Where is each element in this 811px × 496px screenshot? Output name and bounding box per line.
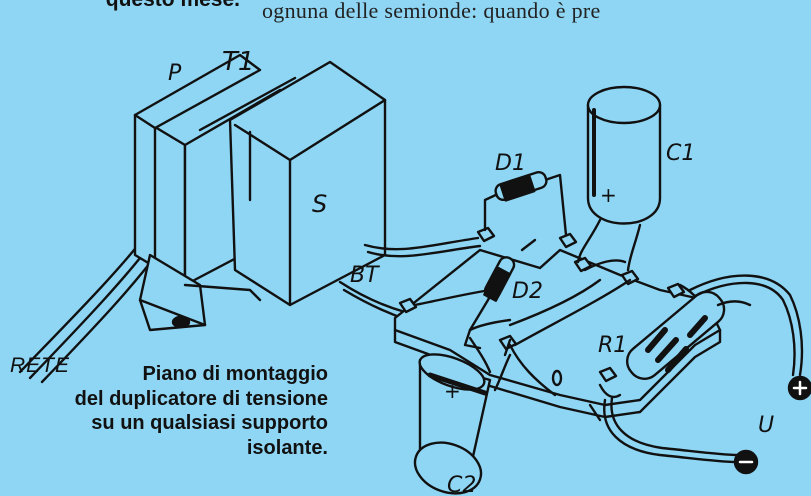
capacitor-c1: [576, 85, 662, 272]
output-wires: [603, 274, 804, 464]
resistor-r1: [598, 283, 752, 399]
capacitor-c2: [413, 336, 512, 495]
diode-d2: [468, 238, 537, 332]
label-r1: R1: [598, 333, 627, 358]
caption-top-line: questo mese.: [0, 0, 240, 10]
c2-plus-sign: +: [444, 379, 461, 403]
caption-line-1: Piano di montaggio: [142, 363, 328, 385]
caption-line-2: del duplicatore di tensione: [74, 387, 328, 410]
caption-line-3: su un qualsiasi supporto: [91, 412, 328, 434]
label-rete: RETE: [10, 354, 71, 377]
label-s: S: [312, 190, 327, 218]
label-bt: BT: [350, 263, 380, 288]
c1-plus-sign: +: [600, 183, 617, 207]
diagram-labels: P T1 S BT D1 D2 C1 C2 R1 U + +: [168, 47, 774, 496]
label-t1: T1: [222, 47, 254, 77]
label-u: U: [758, 413, 774, 438]
label-c1: C1: [666, 141, 695, 166]
diode-d1: [483, 170, 568, 237]
figure-caption: RETE Piano di montaggio del duplicatore …: [0, 354, 328, 460]
label-d1: D1: [495, 151, 526, 176]
output-terminals: [733, 375, 811, 475]
caption-top-fragment: questo mese.: [0, 0, 240, 10]
board-hole-icon: [551, 369, 563, 387]
transformer-t1: [133, 53, 387, 332]
body-text-fragment: ognuna delle semionde: quando è pre: [262, 0, 601, 23]
caption-line-4: isolante.: [246, 436, 328, 459]
label-d2: D2: [512, 279, 543, 304]
label-c2: C2: [447, 473, 476, 496]
label-p: P: [168, 61, 182, 86]
board-leads: [413, 259, 632, 397]
